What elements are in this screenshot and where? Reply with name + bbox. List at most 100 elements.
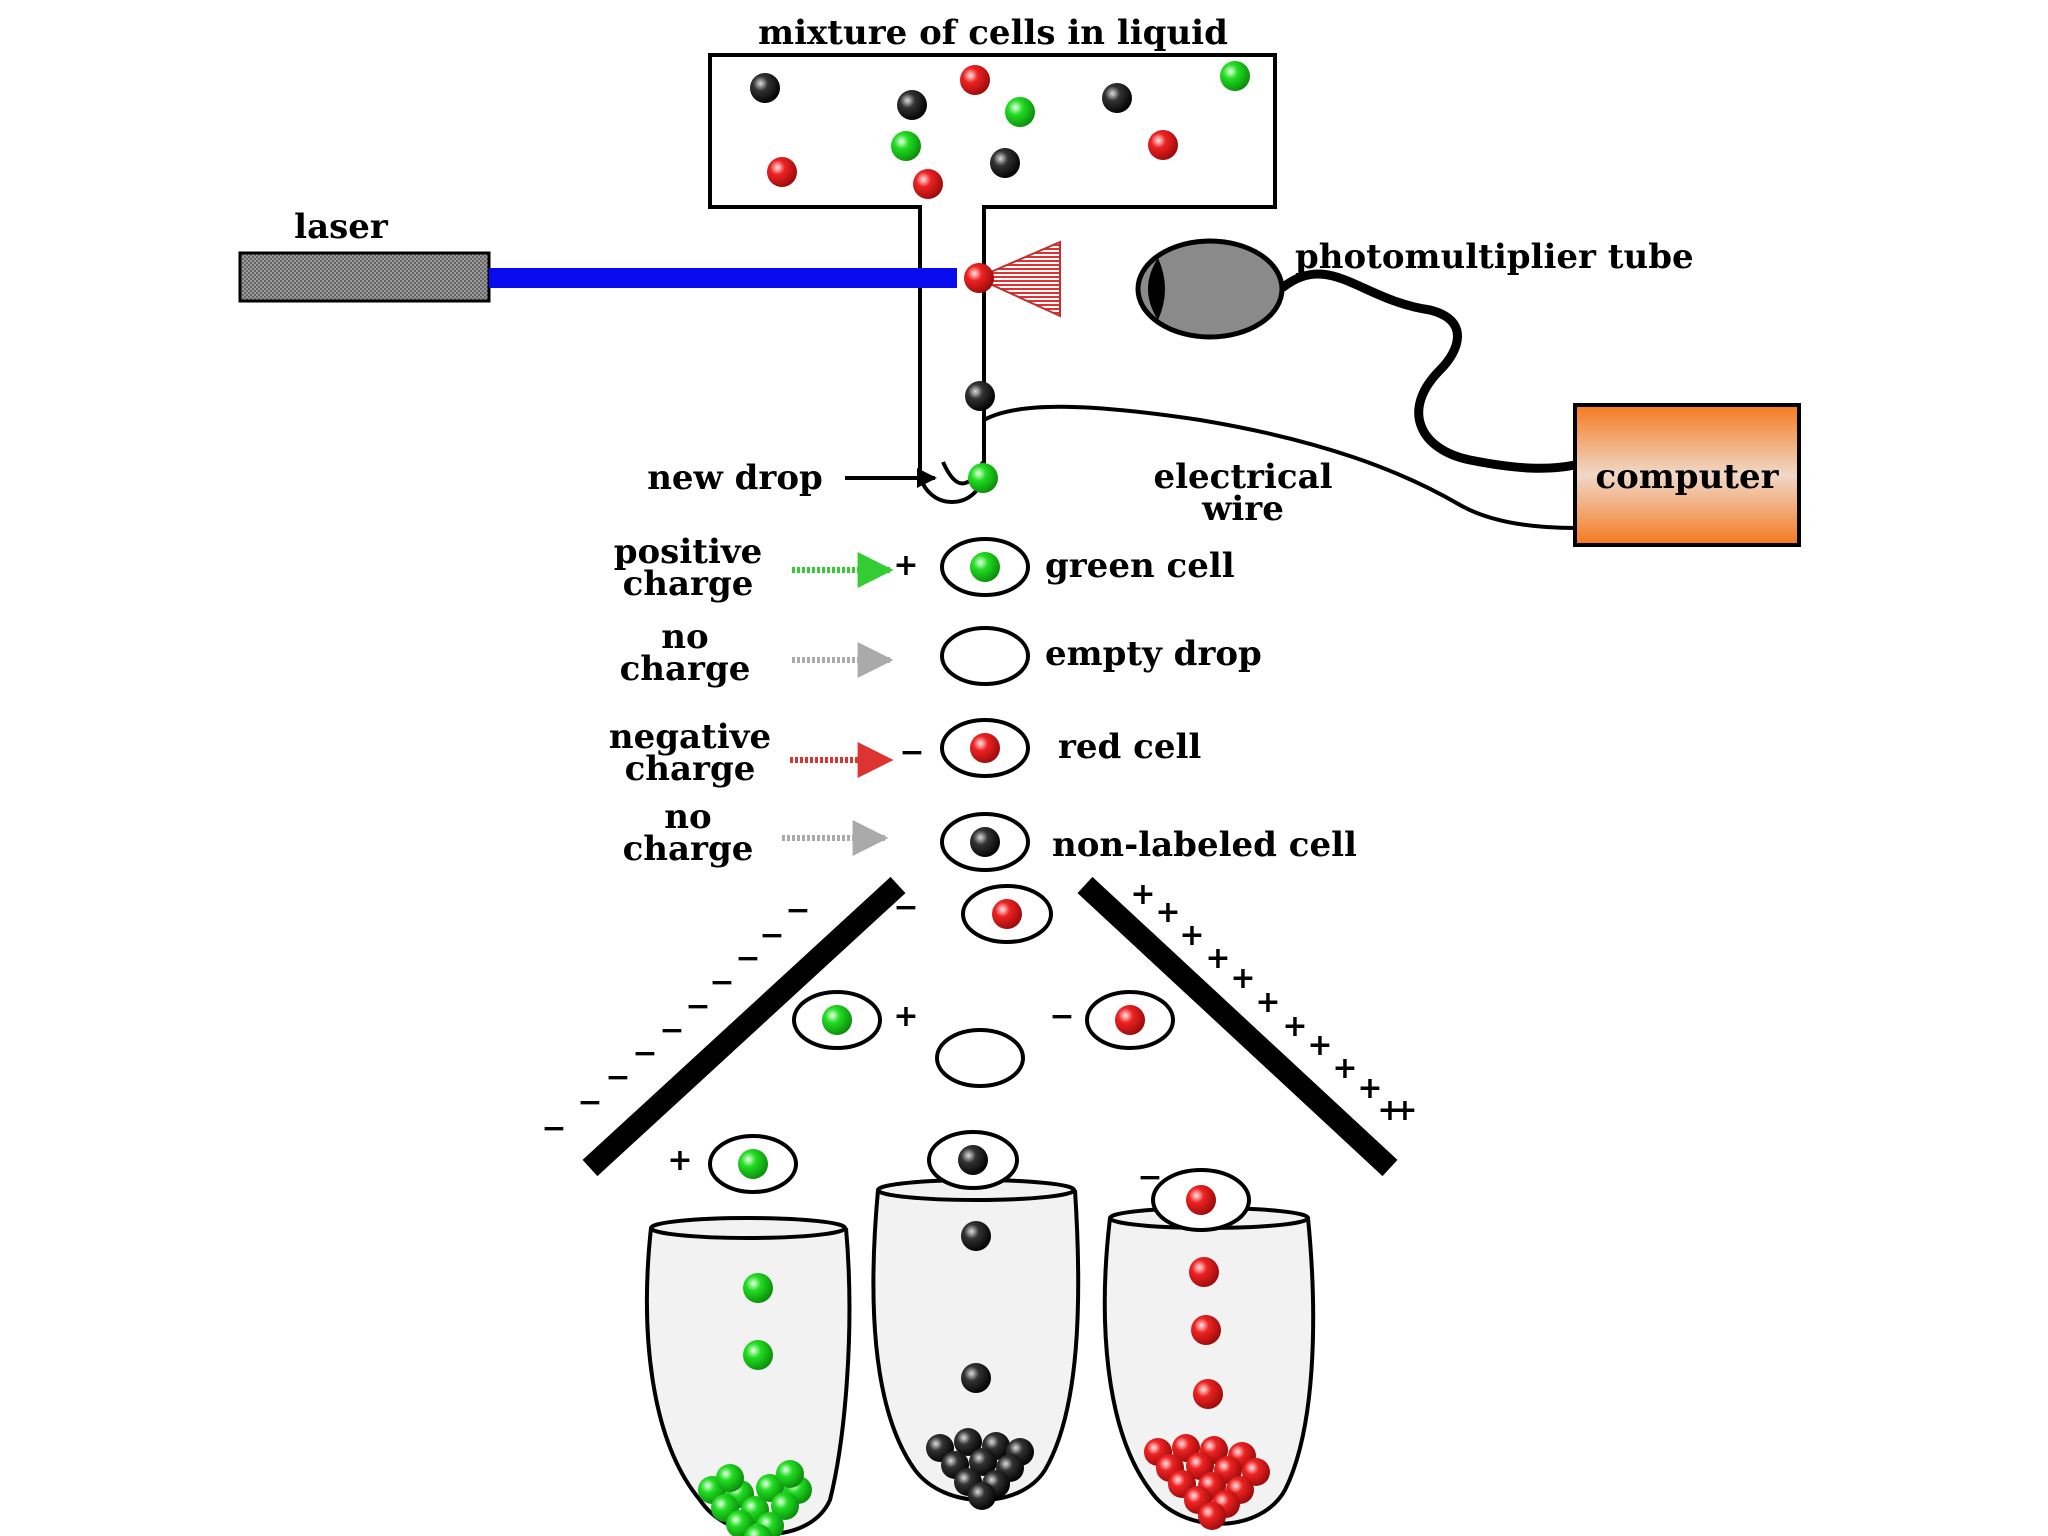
green-cell [822, 1005, 852, 1035]
non-labeled-cell-label: non-labeled cell [1052, 825, 1357, 865]
minus-sign: − [1137, 1160, 1162, 1195]
red-cell [992, 899, 1022, 929]
non-labeled-cell [897, 90, 927, 120]
plate-plus-sign: + [1377, 1093, 1402, 1128]
laser-beam [489, 268, 957, 288]
plus-sign: + [893, 548, 918, 583]
plate-plus-sign: + [1230, 961, 1255, 996]
electrical-wire-label-1: electrical [1153, 457, 1332, 497]
positive-deflection-plate [1077, 876, 1398, 1177]
red-cell-label: red cell [1058, 727, 1201, 767]
no-charge-label-2b: charge [623, 829, 754, 869]
plate-plus-sign: + [1205, 941, 1230, 976]
plate-charge-signs: +−+−−−−−−−−−−−−++++++++++++ [541, 877, 1417, 1195]
plate-plus-sign: + [1155, 895, 1180, 930]
plate-plus-sign: + [1179, 918, 1204, 953]
empty-drop [935, 1028, 1025, 1088]
plus-sign: + [667, 1143, 692, 1178]
green-cell [744, 1524, 772, 1536]
pmt-cable [1279, 269, 1576, 473]
red-cell [1191, 1315, 1221, 1345]
plus-sign: + [893, 999, 918, 1034]
plate-minus-sign: − [632, 1036, 657, 1071]
red-cell [1242, 1458, 1270, 1486]
new-drop-label: new drop [647, 458, 823, 498]
red-cell [970, 733, 1000, 763]
electrical-wire [983, 404, 1576, 530]
minus-sign: − [1049, 999, 1074, 1034]
minus-sign: − [899, 735, 924, 770]
plate-minus-sign: − [577, 1085, 602, 1120]
empty-drop [940, 626, 1030, 686]
non-labeled-cell [969, 1448, 997, 1476]
non-labeled-cell [961, 1221, 991, 1251]
red-cell [1189, 1257, 1219, 1287]
plate-plus-sign: + [1255, 985, 1280, 1020]
empty-drop-label: empty drop [1045, 634, 1262, 674]
green-cell [970, 552, 1000, 582]
plate-minus-sign: − [785, 893, 810, 928]
green-cell [738, 1149, 768, 1179]
cells-layer [698, 61, 1270, 1536]
green-cell [716, 1464, 744, 1492]
no-charge-label-1a: no [661, 617, 708, 657]
no-charge-label-1b: charge [620, 649, 751, 689]
laser-body [238, 251, 491, 303]
scattered-light-cone [974, 240, 1061, 318]
red-cell [767, 157, 797, 187]
green-cell [771, 1492, 799, 1520]
negative-charge-label-1: negative [609, 717, 771, 757]
green-cell [1005, 97, 1035, 127]
plate-plus-sign: + [1392, 1093, 1417, 1128]
plate-minus-sign: − [659, 1013, 684, 1048]
plate-minus-sign: − [541, 1111, 566, 1146]
positive-charge-label-1: positive [614, 532, 763, 572]
plate-minus-sign: − [709, 965, 734, 1000]
non-labeled-cell [954, 1428, 982, 1456]
minus-sign: − [893, 890, 918, 925]
non-labeled-cell [990, 148, 1020, 178]
plate-minus-sign: − [759, 918, 784, 953]
negative-deflection-plate [582, 876, 906, 1177]
green-cell-label: green cell [1045, 546, 1235, 586]
positive-charge-label-2: charge [623, 564, 754, 604]
laser-label: laser [294, 207, 389, 247]
plate-plus-sign: + [1130, 877, 1155, 912]
red-cell [1198, 1502, 1226, 1530]
red-cell [960, 65, 990, 95]
green-cell [968, 463, 998, 493]
red-cell [964, 263, 994, 293]
non-labeled-cell [958, 1145, 988, 1175]
green-cell [743, 1340, 773, 1370]
green-cell [1220, 61, 1250, 91]
green-cell [891, 131, 921, 161]
non-labeled-cell [970, 827, 1000, 857]
non-labeled-cell [965, 381, 995, 411]
green-cell [776, 1460, 804, 1488]
plate-plus-sign: + [1332, 1051, 1357, 1086]
red-cell [1148, 130, 1178, 160]
non-labeled-cell [968, 1482, 996, 1510]
electrical-wire-label-2: wire [1201, 489, 1284, 529]
computer-label: computer [1595, 457, 1779, 497]
red-cell [913, 169, 943, 199]
plate-plus-sign: + [1357, 1071, 1382, 1106]
plate-plus-sign: + [1282, 1009, 1307, 1044]
plate-minus-sign: − [735, 941, 760, 976]
plate-minus-sign: − [685, 989, 710, 1024]
non-labeled-cell [750, 73, 780, 103]
red-cell [1115, 1005, 1145, 1035]
red-cell [1193, 1379, 1223, 1409]
no-charge-label-2a: no [664, 797, 711, 837]
red-cell [1186, 1185, 1216, 1215]
green-tube-rim [649, 1216, 847, 1240]
negative-charge-label-2: charge [625, 749, 756, 789]
non-labeled-cell [1102, 83, 1132, 113]
plate-plus-sign: + [1307, 1028, 1332, 1063]
computer-box [1573, 403, 1801, 547]
photomultiplier-label: photomultiplier tube [1295, 237, 1694, 277]
non-labeled-cell [961, 1363, 991, 1393]
plate-minus-sign: − [605, 1060, 630, 1095]
photomultiplier-tube [1135, 238, 1285, 340]
